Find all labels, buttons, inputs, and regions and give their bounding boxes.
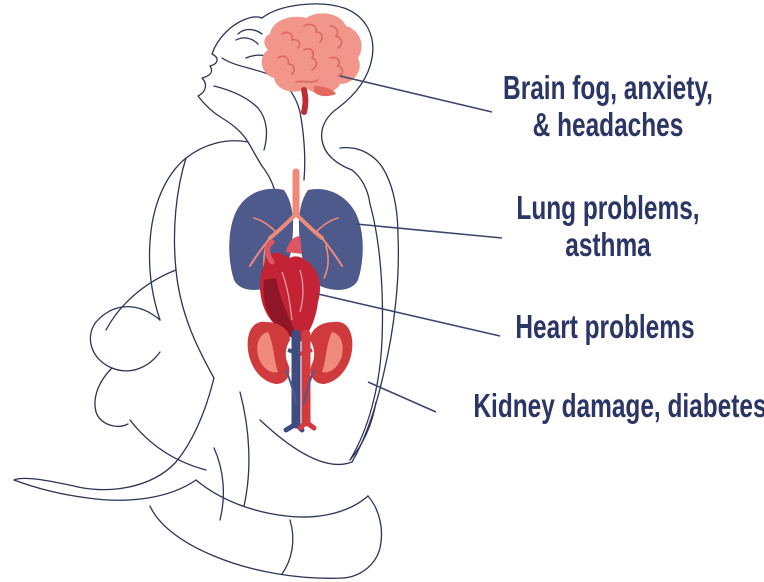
callout-lungs-line-2: asthma [476,227,739,264]
callout-brain: Brain fog, anxiety, & headaches [476,70,739,144]
callout-kidneys: Kidney damage, diabetes [435,388,764,425]
callout-heart-line-1: Heart problems [461,309,750,346]
callout-heart: Heart problems [461,309,750,346]
callout-kidneys-line-1: Kidney damage, diabetes [435,388,764,425]
leg-outline [14,378,214,500]
callout-lungs: Lung problems, asthma [476,190,739,264]
leader-line-brain [340,76,492,112]
kidneys-illustration [248,322,353,430]
callout-brain-line-2: & headaches [476,107,739,144]
brain-illustration [262,13,362,112]
body-outline [14,4,398,578]
callout-lungs-line-1: Lung problems, [476,190,739,227]
arm-outline [90,307,160,371]
callout-brain-line-1: Brain fog, anxiety, [476,70,739,107]
